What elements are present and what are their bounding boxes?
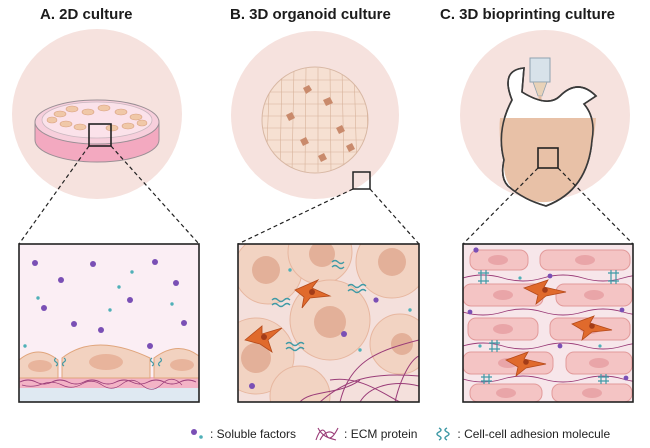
organoid-detail-frame xyxy=(237,243,420,403)
panel-a-2d-culture xyxy=(12,29,200,403)
bioprinted-heart-icon xyxy=(499,67,598,207)
legend-item-adhesion-molecule: : Cell-cell adhesion molecule xyxy=(435,426,610,442)
zoom-line-right xyxy=(557,167,634,245)
panel-title-3d-bioprinting-culture: C. 3D bioprinting culture xyxy=(440,6,615,23)
adhesion-molecules xyxy=(478,270,619,384)
panel-b-3d-organoid-culture xyxy=(231,31,420,403)
petri-dish-icon xyxy=(34,99,160,163)
legend-label-soluble-factors: : Soluble factors xyxy=(210,427,297,441)
legend-item-ecm-protein: : ECM protein xyxy=(314,426,417,442)
zoom-box xyxy=(352,171,371,190)
zoom-box xyxy=(537,147,559,169)
soluble-factors-icon xyxy=(191,429,203,439)
organoid-sphere-icon xyxy=(261,66,369,174)
legend-label-ecm-protein: : ECM protein xyxy=(344,427,418,441)
2d-culture-detail-frame xyxy=(18,243,200,403)
panel-title-3d-organoid-culture: B. 3D organoid culture xyxy=(230,6,391,23)
panel-title-2d-culture: A. 2D culture xyxy=(40,6,133,23)
bioprinting-detail xyxy=(463,244,633,402)
zoom-line-left xyxy=(462,167,539,245)
organoid-detail xyxy=(238,244,419,402)
ecm-protein-icon xyxy=(315,427,339,441)
legend-item-soluble-factors: : Soluble factors xyxy=(190,427,296,441)
zoom-line-right xyxy=(369,188,420,245)
soluble-factors-purple xyxy=(32,259,187,349)
2d-culture-detail xyxy=(19,244,199,402)
adhesion-molecule-icon xyxy=(436,427,451,441)
panel-c-3d-bioprinting-culture xyxy=(460,30,634,403)
zoom-line-left xyxy=(18,145,90,245)
legend-label-adhesion-molecule: : Cell-cell adhesion molecule xyxy=(457,427,611,441)
bioprinting-detail-frame xyxy=(462,243,634,403)
legend: : Soluble factors : ECM protein : Cell-c… xyxy=(190,425,610,443)
zoom-box xyxy=(88,123,112,147)
soluble-factors-teal xyxy=(23,270,174,348)
adhesion-molecules xyxy=(271,259,367,352)
zoom-line-right xyxy=(110,145,200,245)
zoom-line-left xyxy=(237,188,354,245)
